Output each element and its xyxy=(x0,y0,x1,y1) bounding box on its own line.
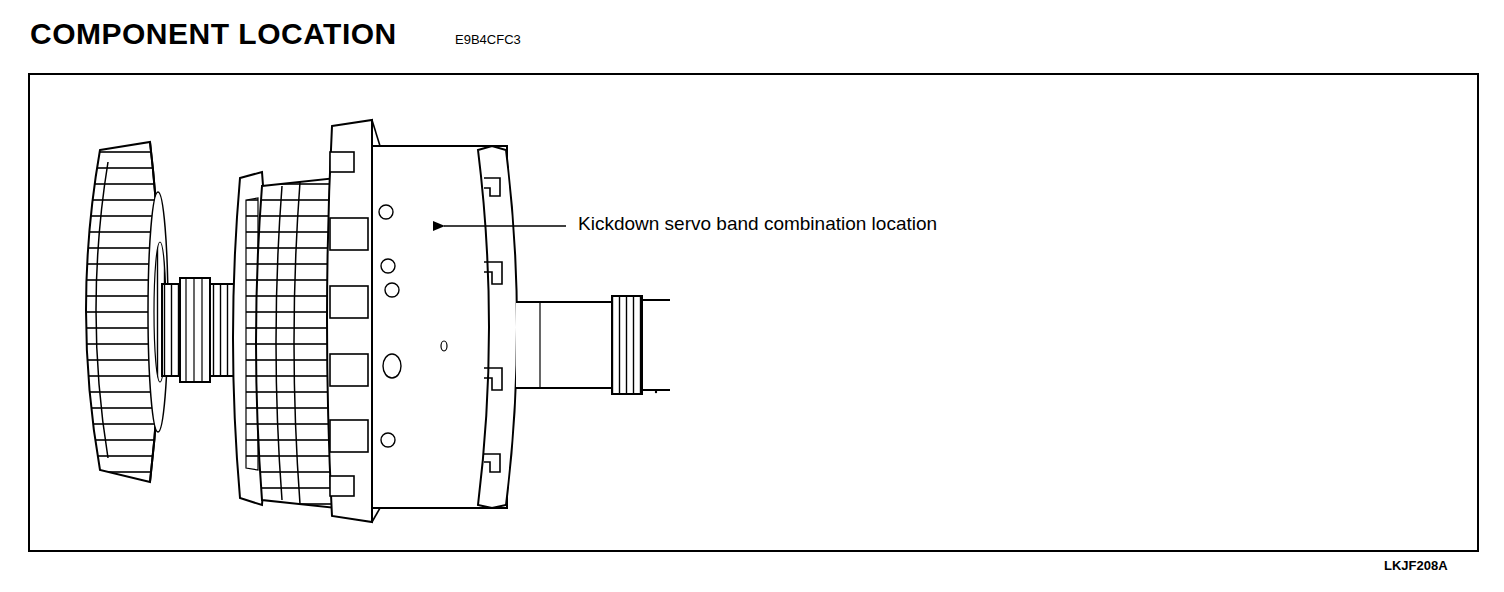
kickdown-drum-part xyxy=(330,354,368,386)
kickdown-drum-part xyxy=(484,454,500,472)
kickdown-drum-part xyxy=(381,433,395,447)
hub-shaft-part xyxy=(201,278,202,382)
figure-code: LKJF208A xyxy=(1384,559,1448,574)
leader-arrow xyxy=(444,226,566,227)
kickdown-drum-part xyxy=(379,205,393,219)
kickdown-drum-part xyxy=(372,508,380,522)
clutch-hub-gear-part xyxy=(294,182,300,504)
kickdown-drum-part xyxy=(484,368,502,390)
leader-arrow-part xyxy=(444,225,566,227)
hub-shaft-part xyxy=(185,278,186,382)
kickdown-drum-part xyxy=(484,178,500,196)
output-shaft-part xyxy=(642,389,670,391)
output-shaft-part xyxy=(642,299,670,301)
ring-gear-drum xyxy=(86,142,168,482)
kickdown-drum-part xyxy=(383,354,401,378)
kickdown-drum-part xyxy=(327,120,372,522)
frame xyxy=(29,74,1478,551)
kickdown-drum-part xyxy=(330,476,354,496)
kickdown-drum-part xyxy=(330,218,368,250)
page-title: COMPONENT LOCATION xyxy=(30,17,397,52)
kickdown-drum xyxy=(327,120,517,522)
hub-shaft-part xyxy=(193,278,194,382)
kickdown-drum-part xyxy=(330,152,354,172)
hub-shaft-part xyxy=(180,278,210,382)
output-shaft-part xyxy=(539,302,540,388)
output-shaft-part xyxy=(655,391,657,393)
hub-shaft xyxy=(162,278,240,382)
kickdown-drum-part xyxy=(372,120,380,146)
kickdown-drum-part xyxy=(330,286,368,318)
kickdown-drum-part xyxy=(381,259,395,273)
output-shaft xyxy=(516,296,670,394)
kickdown-drum-part xyxy=(478,146,517,508)
clutch-hub-gear-part xyxy=(276,186,282,500)
kickdown-drum-part xyxy=(330,420,368,452)
ring-gear-drum-part xyxy=(96,162,108,458)
kickdown-drum-part xyxy=(385,283,399,297)
part-label: Kickdown servo band combination location xyxy=(578,213,937,235)
kickdown-drum-part xyxy=(484,262,502,284)
section-code: E9B4CFC3 xyxy=(455,33,521,48)
kickdown-drum-part xyxy=(441,341,447,351)
output-shaft-part xyxy=(516,302,612,388)
output-shaft-part xyxy=(612,296,642,394)
